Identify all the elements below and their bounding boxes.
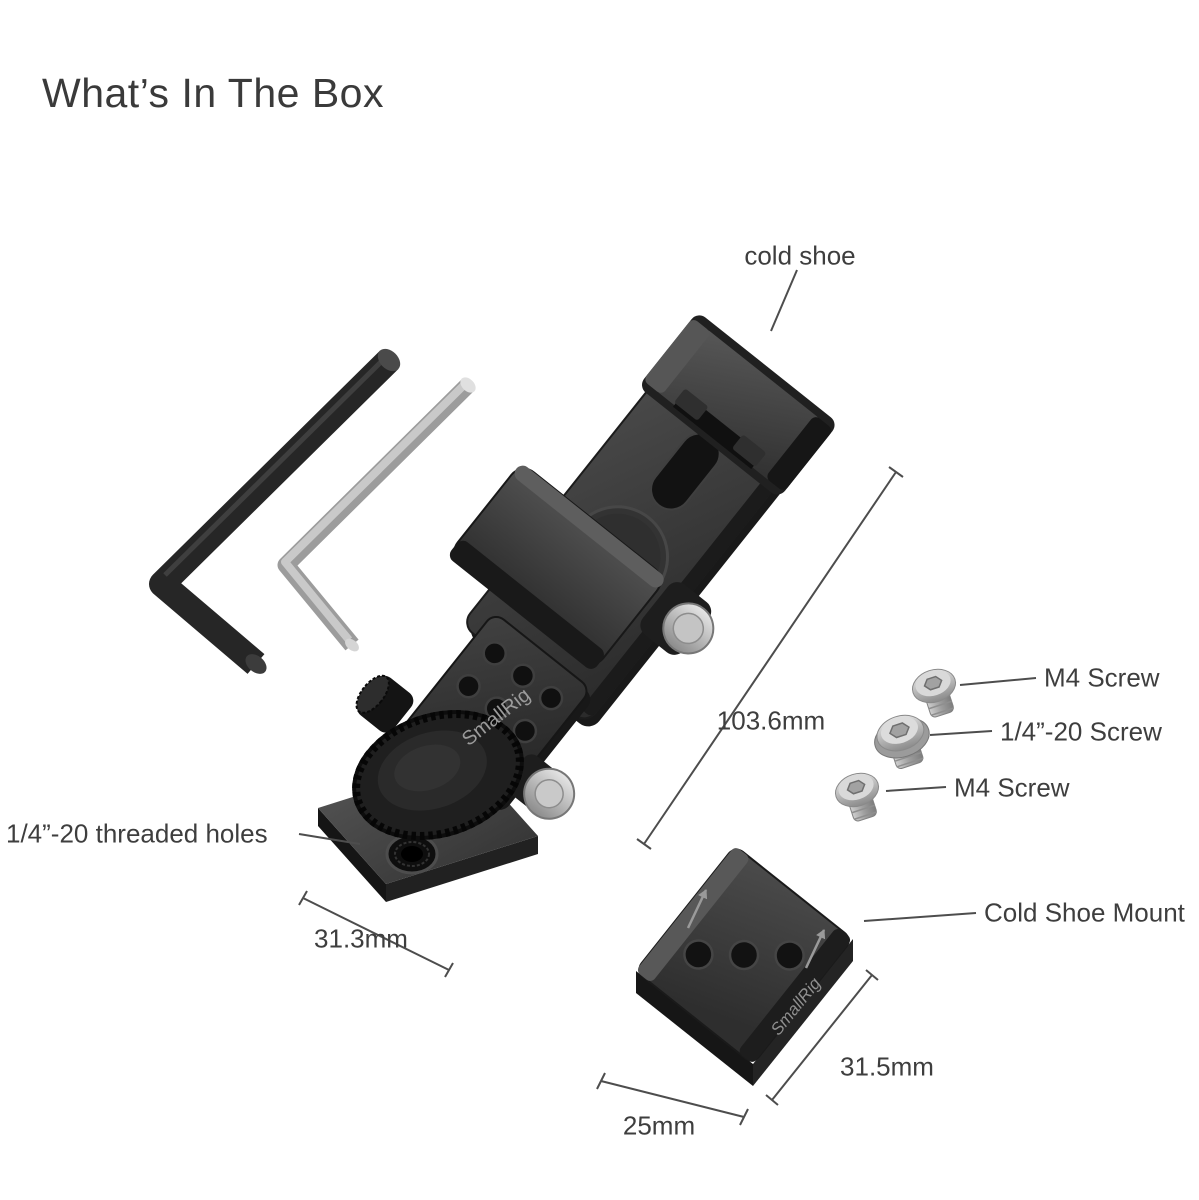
arm-holes [456, 641, 564, 744]
callout-m4-screw-bottom: M4 Screw [954, 772, 1070, 803]
dim-line-length [636, 466, 904, 850]
callout-lines [298, 269, 1037, 922]
phone-clamp-bracket [355, 315, 835, 820]
callout-line-cold-shoe [770, 269, 798, 332]
dimension-lines [298, 466, 904, 1126]
callout-quarter-20-screw: 1/4”-20 Screw [1000, 716, 1162, 747]
callout-threaded-holes: 1/4”-20 threaded holes [6, 818, 268, 849]
callout-cold-shoe: cold shoe [744, 240, 856, 271]
callout-cold-shoe-mount: Cold Shoe Mount [984, 897, 1185, 928]
callout-line-mount [863, 912, 977, 922]
dim-label-mount-length: 31.5mm [840, 1051, 934, 1082]
hex-key-black [149, 348, 401, 674]
dim-line-width [298, 890, 454, 978]
page-title: What’s In The Box [42, 70, 384, 116]
cold-shoe [642, 315, 835, 495]
slide-arrow [804, 929, 826, 969]
callout-m4-screw-top: M4 Screw [1044, 662, 1160, 693]
screw-quarter-20 [874, 714, 930, 769]
hinge-screw [640, 582, 715, 655]
dim-label-width: 31.3mm [314, 923, 408, 954]
side-knob [355, 674, 414, 733]
dim-label-length: 103.6mm [716, 705, 826, 736]
callout-line-threaded-holes [298, 833, 361, 845]
slide-arrow [686, 889, 708, 929]
screw-m4-top [912, 668, 956, 718]
dim-label-mount-width: 25mm [622, 1110, 696, 1141]
screw-m4-bottom [835, 772, 879, 822]
dim-line-mount-length [765, 969, 879, 1106]
clamp-pad [449, 465, 664, 669]
callout-line-m4-top [959, 677, 1037, 686]
callout-line-m4-bottom [885, 786, 947, 792]
cold-shoe-mount-plate: SmallRig [636, 848, 853, 1086]
hex-key-silver [277, 377, 476, 652]
locking-wheel [352, 710, 524, 840]
callout-line-quarter-20 [929, 730, 993, 736]
dim-line-mount-width [596, 1072, 749, 1126]
